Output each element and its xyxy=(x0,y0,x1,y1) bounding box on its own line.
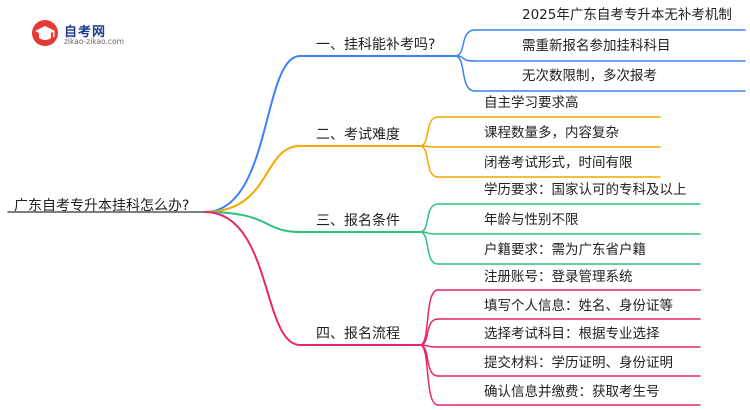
branch-connector-3 xyxy=(204,211,301,233)
logo-url: zikao-zikao.com xyxy=(64,37,124,46)
leaf-connector-4-4 xyxy=(419,344,439,377)
leaf-3-3: 户籍要求：需为广东省户籍 xyxy=(484,242,646,258)
leaf-2-3: 闭卷考试形式，时间有限 xyxy=(484,155,633,171)
branch-label-3: 三、报名条件 xyxy=(316,213,400,229)
branch-connector-4 xyxy=(204,211,301,346)
leaf-4-2: 填写个人信息：姓名、身份证等 xyxy=(484,298,673,314)
leaf-1-3: 无次数限制，多次报考 xyxy=(522,68,657,84)
leaf-4-4: 提交材料：学历证明、身份证明 xyxy=(484,355,673,371)
leaf-connector-3-1 xyxy=(419,203,439,233)
leaf-connector-4-5 xyxy=(419,344,439,406)
leaf-connector-1-3 xyxy=(454,55,476,92)
leaf-connector-2-3 xyxy=(419,145,439,178)
leaf-3-2: 年龄与性别不限 xyxy=(484,212,579,228)
leaf-1-1: 2025年广东自考专升本无补考机制 xyxy=(522,7,732,23)
branch-connector-2 xyxy=(204,145,301,213)
leaf-4-3: 选择考试科目：根据专业选择 xyxy=(484,326,660,342)
root-topic: 广东自考专升本挂科怎么办? xyxy=(14,198,190,214)
leaf-3-1: 学历要求：国家认可的专科及以上 xyxy=(484,182,687,198)
leaf-connector-3-3 xyxy=(419,231,439,265)
leaf-connector-4-1 xyxy=(419,289,439,346)
site-logo: 自考网 zikao-zikao.com xyxy=(30,18,150,50)
leaf-connector-4-2 xyxy=(419,318,439,346)
leaf-4-5: 确认信息并缴费：获取考生号 xyxy=(484,384,660,400)
branch-label-4: 四、报名流程 xyxy=(316,326,400,342)
leaf-connector-1-1 xyxy=(454,29,476,57)
branch-label-2: 二、考试难度 xyxy=(316,127,400,143)
branch-connector-1 xyxy=(204,55,301,213)
branch-label-1: 一、挂科能补考吗? xyxy=(316,37,436,53)
leaf-1-2: 需重新报名参加挂科科目 xyxy=(522,38,671,54)
leaf-connector-2-1 xyxy=(419,116,439,147)
graduation-cap-icon xyxy=(32,20,58,46)
leaf-4-1: 注册账号：登录管理系统 xyxy=(484,269,633,285)
leaf-2-1: 自主学习要求高 xyxy=(484,95,579,111)
leaf-2-2: 课程数量多，内容复杂 xyxy=(484,125,619,141)
logo-name: 自考网 xyxy=(64,25,107,40)
